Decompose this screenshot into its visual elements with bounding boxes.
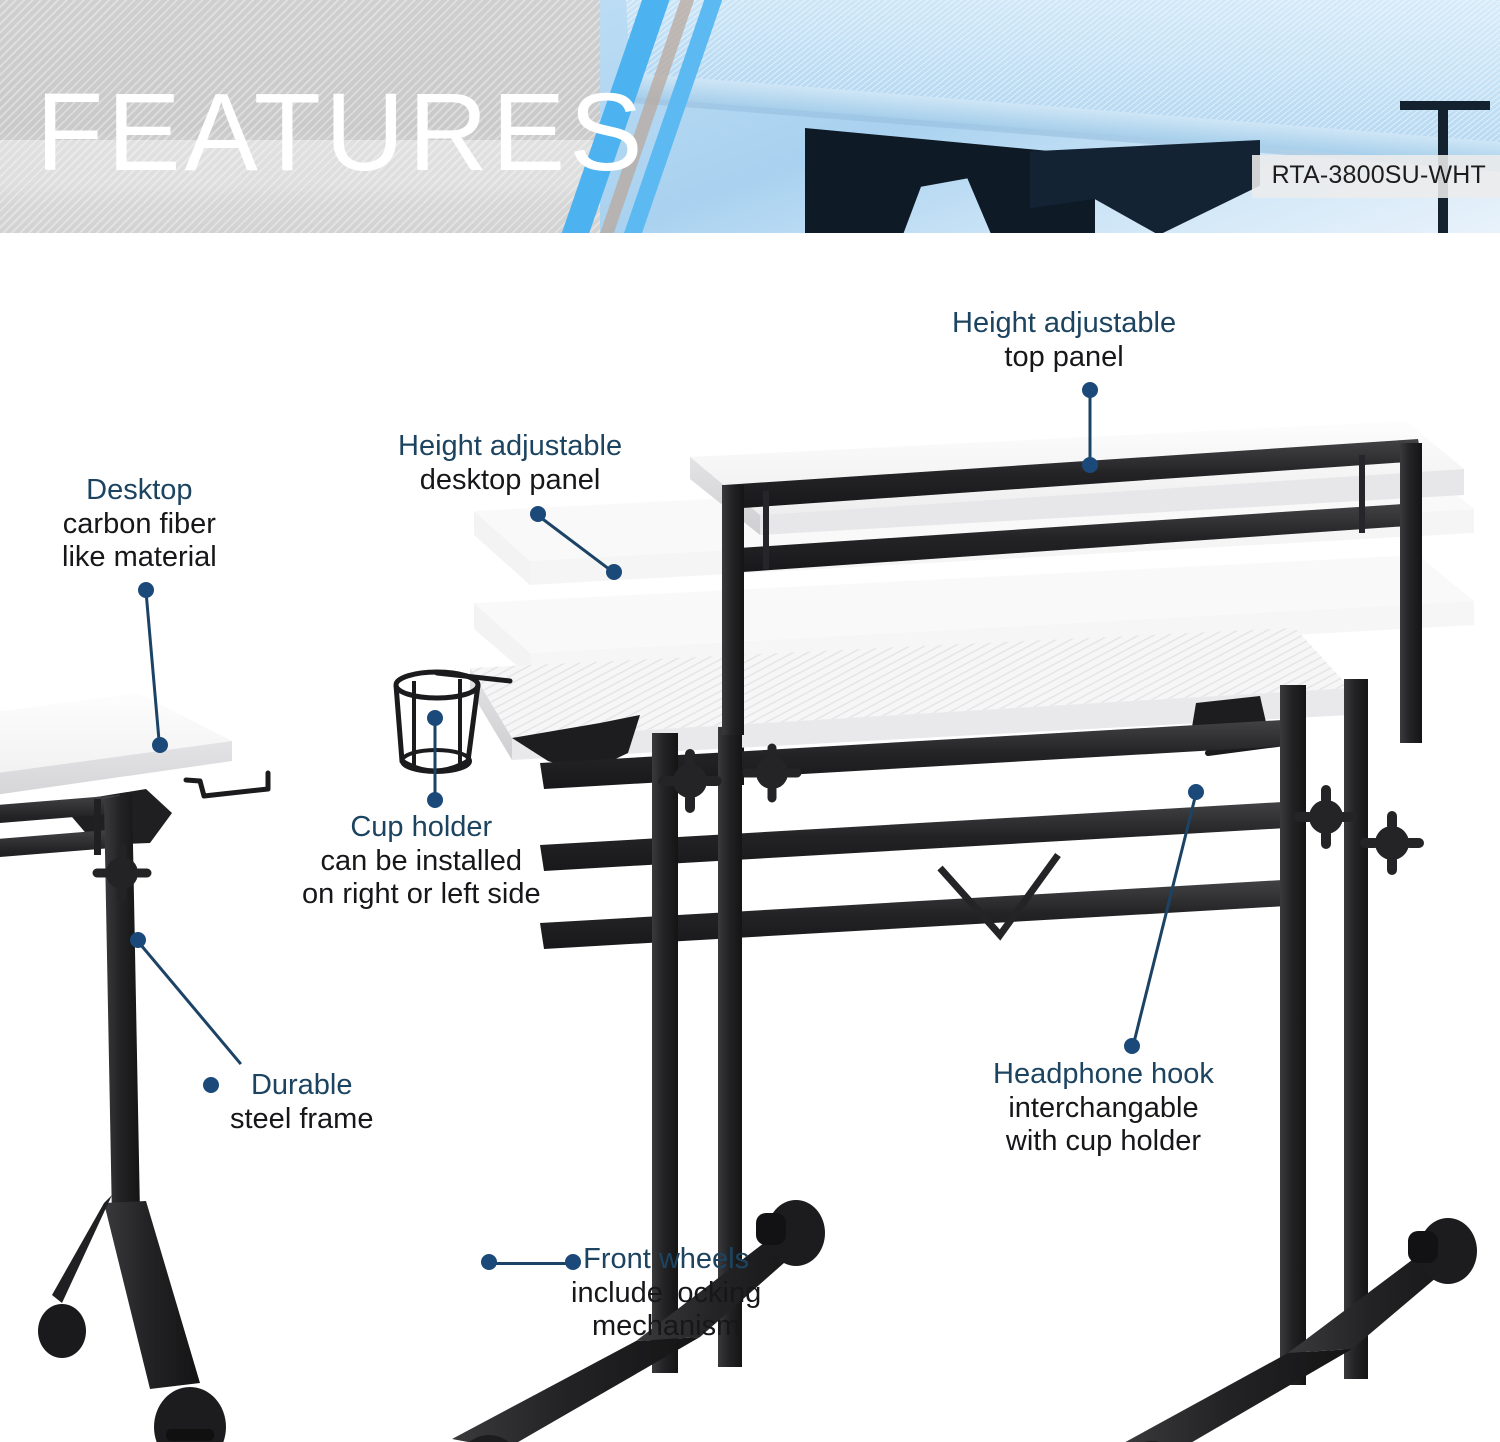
left-caster-rear [38,1304,86,1358]
left-foot-front [104,1201,200,1389]
callout-steel-frame-line2: steel frame [230,1102,374,1135]
left-partial-desk [0,693,271,1442]
left-rail-connector [94,799,101,855]
top-panel-front-edge [760,469,1464,535]
left-foot-rear [52,1195,112,1303]
callout-top-panel: Height adjustable top panel [952,307,1176,374]
callout-headphone-hook: Headphone hook interchangable with cup h… [993,1058,1214,1159]
callout-front-wheels: Front wheels include locking mechanism [571,1243,761,1344]
cup-holder-mount-arm [434,670,513,684]
left-caster-front [154,1387,226,1442]
callout-desktop-material-line2: carbon fiber [62,507,216,540]
product-illustration [0,421,1477,1442]
left-front-caster [469,1435,509,1442]
callout-desktop-material-heading: Desktop [86,474,193,506]
headphone-hook-wire-left [197,770,271,799]
adjust-knob-right-a [1294,785,1358,849]
callout-desktop-material: Desktop carbon fiber like material [62,474,217,575]
left-desktop-edge [0,741,232,795]
main-desktop-left-edge [470,668,512,760]
callout-cup-holder-line2: can be installed [320,844,523,877]
callout-cup-holder-heading: Cup holder [350,811,493,843]
callout-front-wheels-line2: include locking [571,1276,762,1309]
left-rail-lower [0,829,124,857]
callout-desktop-panel: Height adjustable desktop panel [398,430,622,497]
callout-top-panel-heading: Height adjustable [952,307,1177,339]
left-base-rear-arm [636,1223,818,1341]
callout-desktop-panel-line2: desktop panel [419,463,601,496]
callout-cup-holder: Cup holder can be installed on right or … [302,811,541,912]
main-desk [393,421,1477,1442]
cup-holder-staves [412,679,462,767]
main-upper-tube-right [1400,443,1422,693]
header-product-photo [600,0,1500,233]
callout-front-wheels-heading: Front wheels [583,1243,750,1275]
callout-front-wheels-line3: mechanism [591,1310,741,1343]
left-adjust-knob-lobes [92,843,152,903]
headphone-hook-mount-left [183,777,203,784]
v-brace [937,852,1061,941]
callout-desktop-material-line3: like material [62,541,217,574]
model-number-badge: RTA-3800SU-WHT [1251,155,1500,198]
callout-top-panel-line2: top panel [1004,340,1124,373]
right-rear-caster-fork [1408,1231,1438,1263]
callout-cup-holder-line3: on right or left side [302,878,541,911]
callout-headphone-hook-heading: Headphone hook [993,1058,1214,1090]
desk-bracket-left [512,715,640,773]
page-title: FEATURES [36,71,647,194]
adjust-knob-right-b [1360,811,1424,875]
adjust-knob-left-b [742,743,802,803]
top-shelf-rail-lower [724,503,1422,573]
left-post-front [104,793,140,1219]
left-desktop-top [0,693,232,773]
callout-steel-frame: Durable steel frame [230,1069,373,1136]
main-post-left-front [652,733,678,1373]
main-post-right-back [1344,679,1368,1379]
left-caster-lock-tab [166,1429,214,1441]
callout-headphone-hook-line3: with cup holder [1005,1125,1201,1158]
top-shelf-rail-upper [724,439,1422,509]
adjust-knob-left-a [658,749,722,813]
left-adjust-knob [106,857,138,889]
right-base-front-arm [1125,1349,1352,1442]
left-rail-upper [0,795,124,823]
left-base-front-arm [452,1337,700,1442]
left-rear-caster-fork [756,1213,786,1245]
features-header-banner: FEATURES RTA-3800SU-WHT [0,0,1500,233]
main-post-right-front [1280,685,1306,1385]
main-desktop-surface [470,628,1350,738]
callout-desktop-panel-heading: Height adjustable [398,430,623,462]
callout-headphone-hook-line2: interchangable [1008,1091,1199,1124]
main-upper-tube-left [722,485,744,735]
callout-steel-frame-heading: Durable [250,1069,353,1101]
main-post-left-back [718,727,742,1367]
